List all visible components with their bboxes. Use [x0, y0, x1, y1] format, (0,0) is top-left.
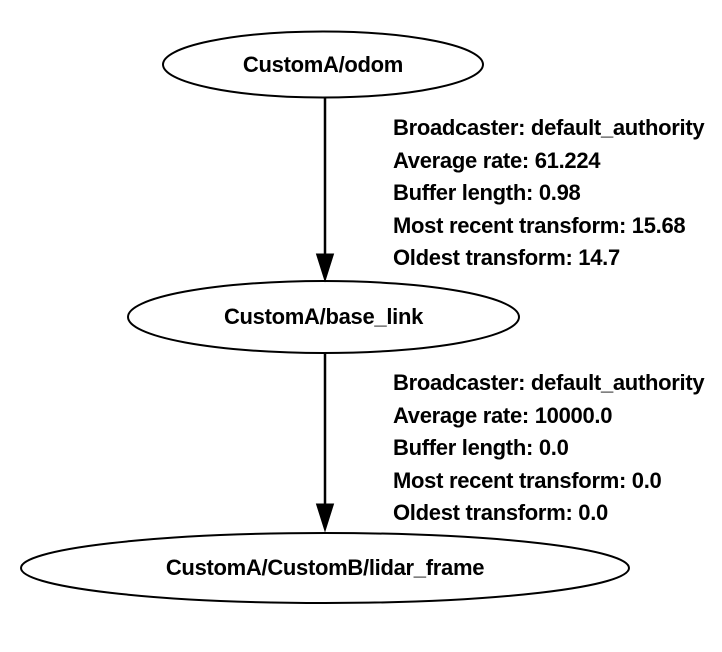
most-recent-transform-line: Most recent transform: 15.68 [393, 212, 686, 238]
average-rate-line: Average rate: 10000.0 [393, 402, 613, 428]
frame-node-label-lidarframe: CustomA/CustomB/lidar_frame [165, 555, 485, 580]
oldest-transform-line: Oldest transform: 14.7 [393, 245, 620, 270]
frame-node-label-baselink: CustomA/base_link [223, 304, 424, 329]
buffer-length-line: Buffer length: 0.98 [393, 180, 581, 205]
edge-info-block-baselink-lidarframe: Broadcaster: default_authority Average r… [393, 367, 705, 530]
arrowhead-icon [315, 503, 335, 533]
average-rate-line: Average rate: 61.224 [393, 147, 601, 173]
frame-node-ellipse-lidarframe [20, 532, 630, 604]
frame-node-ellipse-odom [162, 30, 484, 99]
buffer-length-line: Buffer length: 0.0 [393, 435, 569, 460]
arrowhead-icon [315, 253, 335, 283]
edge-info-block-odom-baselink: Broadcaster: default_authority Average r… [393, 112, 705, 275]
oldest-transform-line: Oldest transform: 0.0 [393, 500, 608, 525]
broadcaster-line: Broadcaster: default_authority [393, 115, 705, 140]
frame-node-label-odom: CustomA/odom [242, 51, 404, 77]
frame-node-ellipse-baselink [127, 280, 520, 354]
broadcaster-line: Broadcaster: default_authority [393, 370, 705, 395]
most-recent-transform-line: Most recent transform: 0.0 [393, 467, 662, 493]
